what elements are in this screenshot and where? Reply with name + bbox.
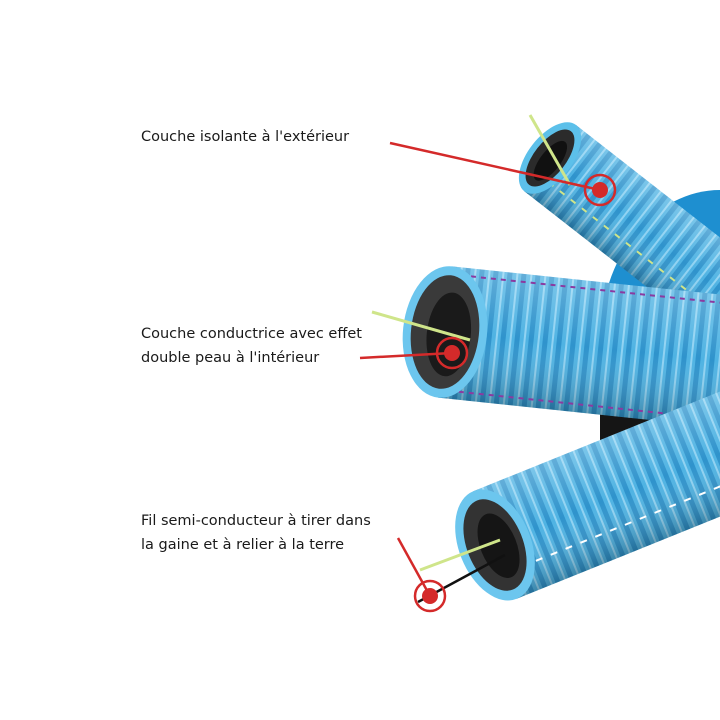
label-insulating-layer: Couche isolante à l'extérieur xyxy=(141,125,349,149)
marker-1 xyxy=(389,141,617,207)
wire-middle xyxy=(371,310,471,342)
marker-3 xyxy=(396,537,447,613)
label-line: Fil semi-conducteur à tirer dans xyxy=(141,513,371,529)
label-line: Couche conductrice avec effet xyxy=(141,326,362,342)
wire-top xyxy=(528,114,572,186)
label-semiconductor-wire: Fil semi-conducteur à tirer dans la gain… xyxy=(141,509,371,557)
marker-2 xyxy=(359,336,469,370)
label-line: la gaine et à relier à la terre xyxy=(141,537,345,553)
label-line: double peau à l'intérieur xyxy=(141,350,320,366)
pipe-middle xyxy=(402,266,720,429)
label-conductive-layer: Couche conductrice avec effet double pea… xyxy=(141,322,362,370)
wire-bottom-green xyxy=(419,538,501,572)
label-line: Couche isolante à l'extérieur xyxy=(141,129,350,145)
